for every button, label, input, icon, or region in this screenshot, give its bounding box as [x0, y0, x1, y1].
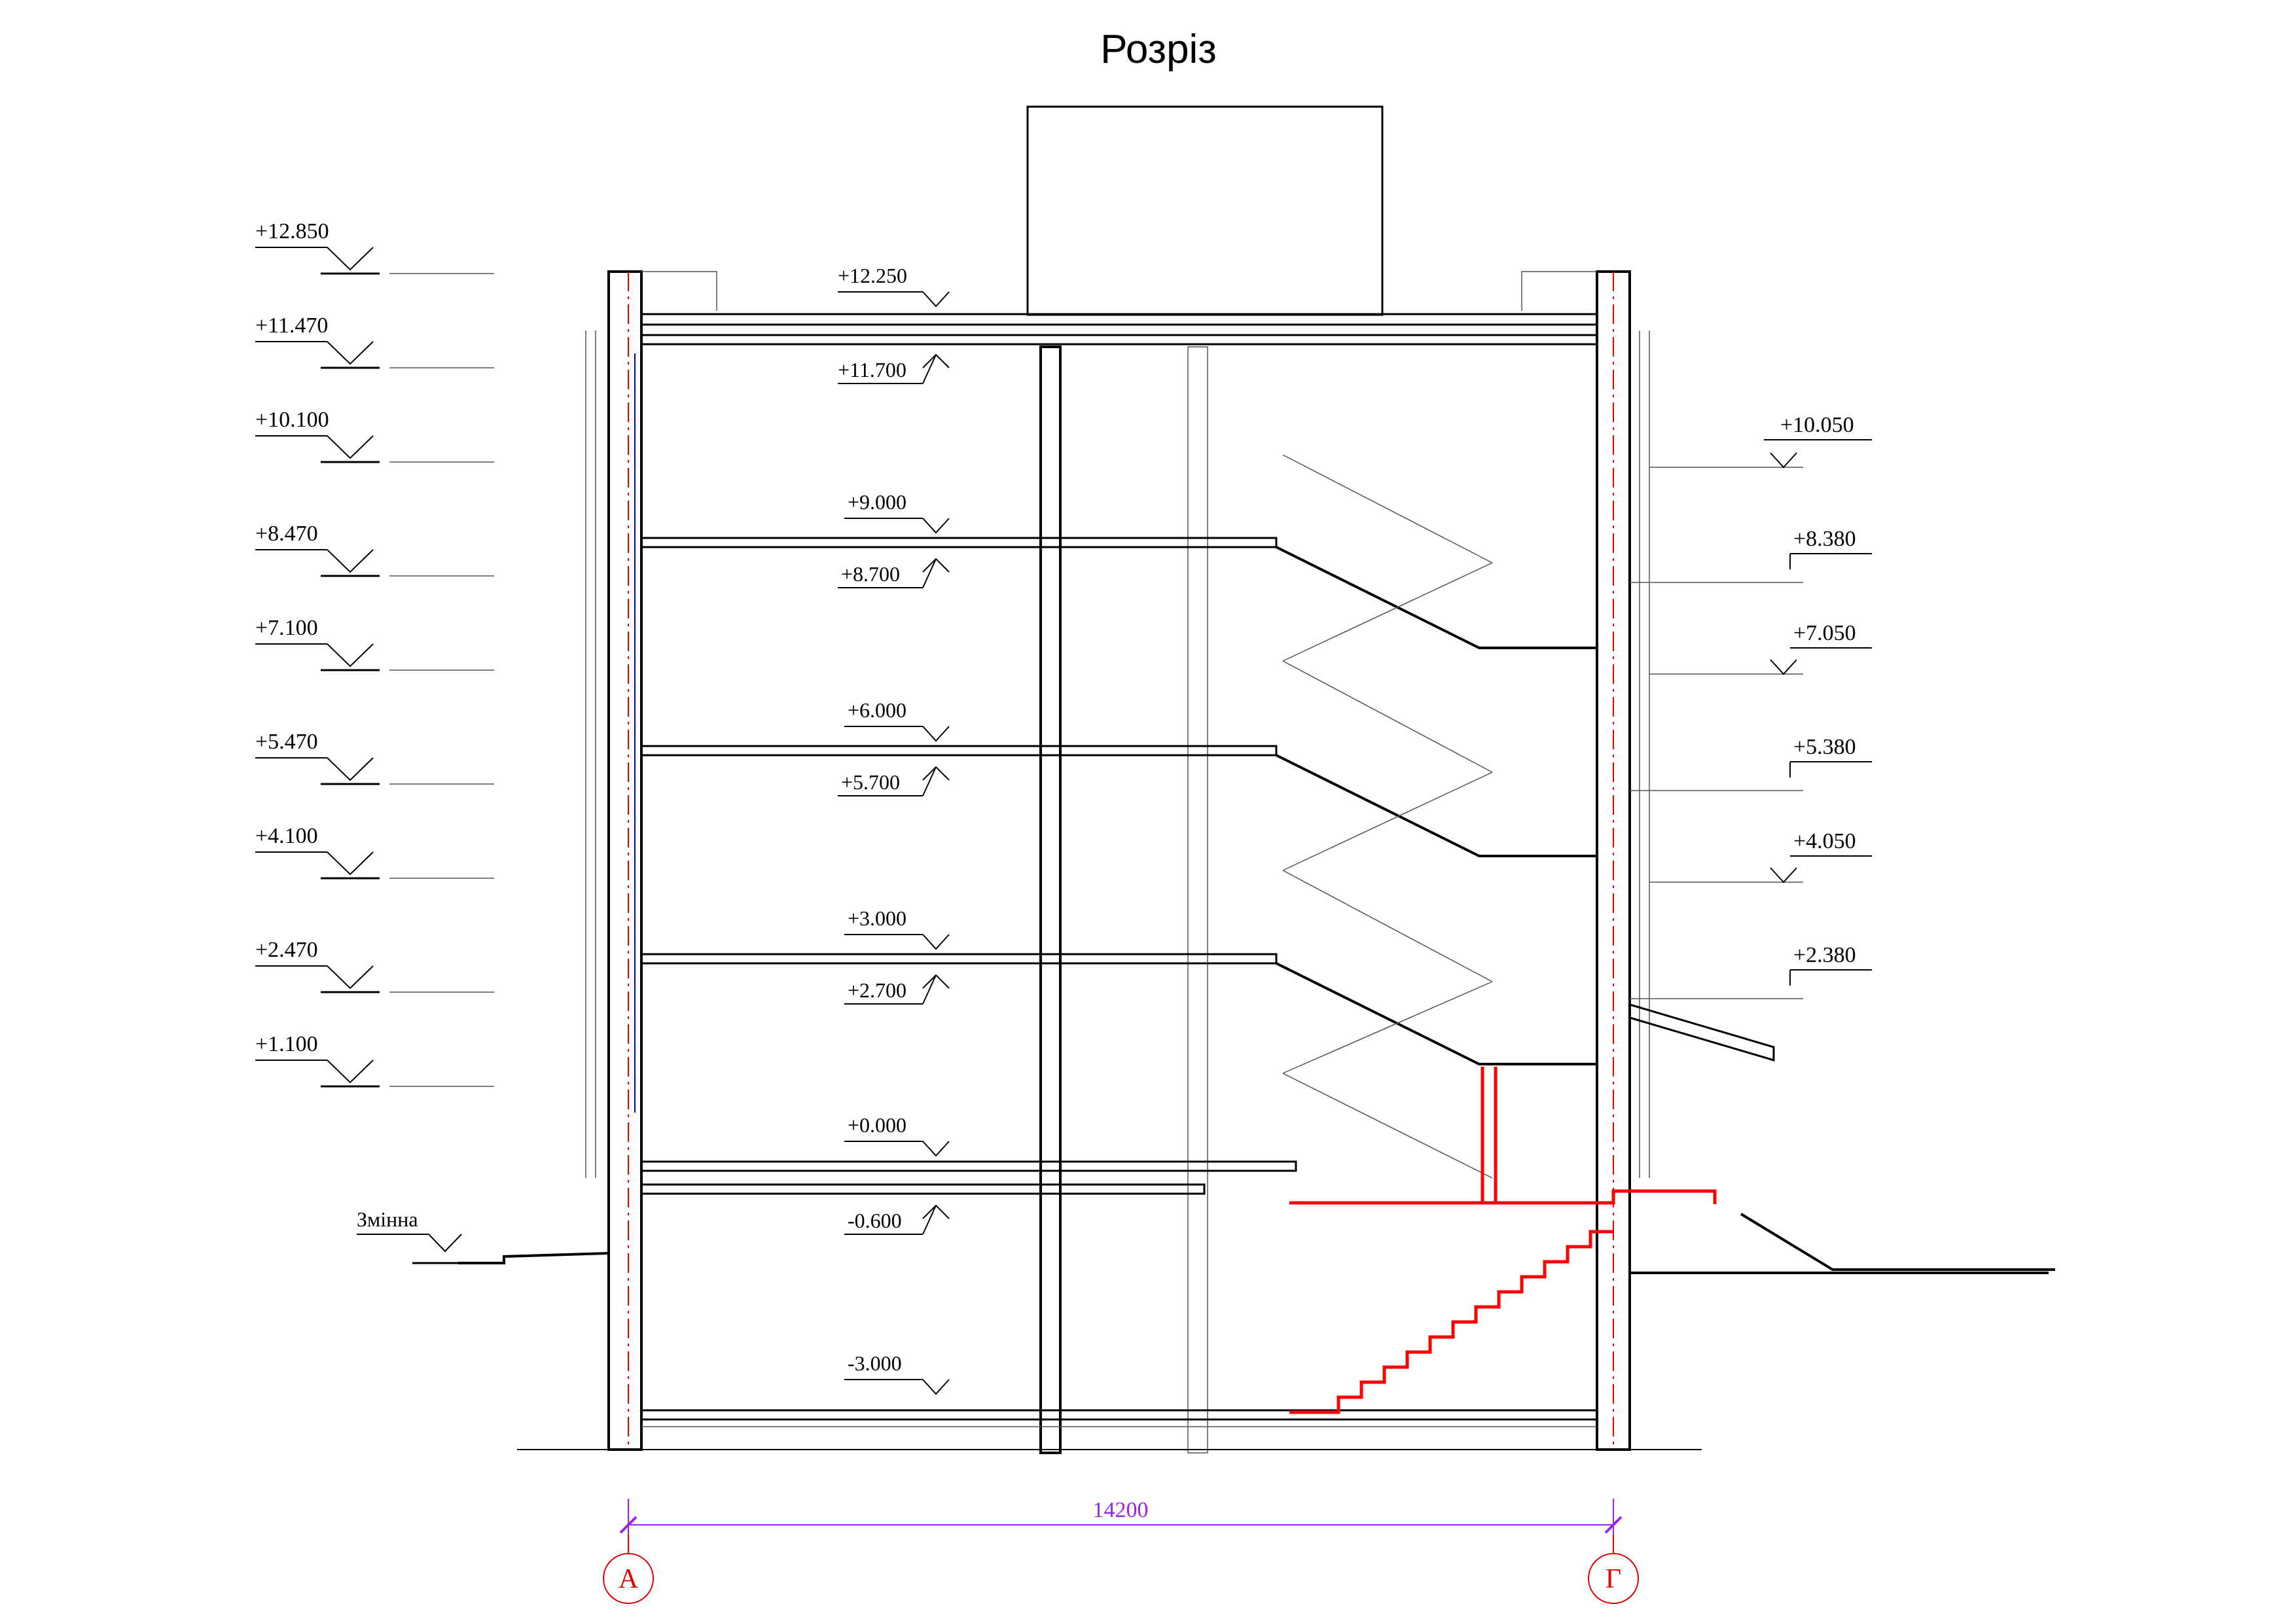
entrance-platform-new — [1289, 1189, 1717, 1205]
right-mark-5: +2.380 — [1630, 943, 1872, 999]
svg-text:+5.380: +5.380 — [1793, 735, 1856, 759]
left-mark-4: +7.100 — [255, 616, 494, 671]
left-mark-0: +12.850 — [255, 219, 494, 275]
left-wall — [585, 270, 643, 1451]
right-mark-0: +10.050 — [1649, 413, 1872, 469]
svg-text:-3.000: -3.000 — [848, 1351, 902, 1375]
ground-left — [458, 1252, 609, 1264]
ground-level-mark: Змінна — [357, 1207, 462, 1264]
drawing-title: Розріз — [1100, 27, 1217, 72]
svg-text:+7.050: +7.050 — [1793, 621, 1856, 645]
right-mark-2: +7.050 — [1649, 621, 1872, 675]
svg-text:+12.850: +12.850 — [255, 219, 329, 243]
left-mark-2: +10.100 — [255, 408, 494, 463]
left-parapet — [641, 271, 717, 311]
svg-text:+0.000: +0.000 — [848, 1113, 906, 1137]
svg-text:+3.000: +3.000 — [848, 906, 906, 930]
axis-marker-g: Г — [1588, 1535, 1639, 1604]
svg-text:+12.250: +12.250 — [838, 264, 907, 287]
floor-bottom-mark-3: +2.700 — [844, 974, 950, 1005]
entrance-steps — [1740, 1213, 2055, 1271]
svg-text:+5.470: +5.470 — [255, 730, 318, 754]
right-level-marks: +10.050 +8.380 +7.050 +5.380 +4.050 +2.3… — [1630, 413, 1872, 999]
floor-top-mark-5: -3.000 — [844, 1351, 950, 1395]
left-level-marks: +12.850 +11.470 +10.100 +8.470 +7.100 +5… — [255, 219, 494, 1088]
right-mark-4: +4.050 — [1649, 829, 1872, 883]
floor-level-marks: +12.250 +9.000 +6.000 +3.000 +0.000 -3.0… — [838, 264, 950, 1395]
svg-text:Г: Г — [1605, 1564, 1621, 1594]
svg-text:+8.470: +8.470 — [255, 522, 318, 546]
floor-top-mark-4: +0.000 — [844, 1113, 950, 1157]
floor-slabs — [640, 313, 1598, 1427]
svg-text:+2.380: +2.380 — [1793, 943, 1856, 967]
svg-text:+1.100: +1.100 — [255, 1032, 318, 1056]
svg-text:+5.700: +5.700 — [841, 770, 900, 794]
floor-bottom-mark-0: +11.700 — [838, 353, 950, 384]
axis-marker-a: А — [603, 1535, 654, 1604]
entrance-canopy — [1629, 1003, 1775, 1062]
left-mark-5: +5.470 — [255, 730, 494, 785]
floor-bottom-mark-1: +8.700 — [838, 558, 950, 588]
floor-top-mark-1: +9.000 — [844, 490, 950, 534]
svg-text:А: А — [619, 1564, 639, 1594]
svg-text:+2.470: +2.470 — [255, 938, 318, 962]
svg-text:14200: 14200 — [1093, 1498, 1149, 1522]
dimension-line: 14200 — [619, 1498, 1623, 1535]
basement-stair-new — [1289, 1230, 1613, 1414]
left-mark-8: +1.100 — [255, 1032, 494, 1088]
rooftop-structure — [1026, 105, 1384, 316]
svg-text:+11.470: +11.470 — [255, 313, 328, 338]
floor-top-mark-2: +6.000 — [844, 698, 950, 742]
left-mark-6: +4.100 — [255, 824, 494, 880]
left-mark-7: +2.470 — [255, 938, 494, 993]
left-mark-1: +11.470 — [255, 313, 494, 369]
left-mark-3: +8.470 — [255, 522, 494, 577]
svg-text:+10.050: +10.050 — [1780, 413, 1854, 437]
floor-top-mark-0: +12.250 — [838, 264, 950, 308]
right-mark-1: +8.380 — [1630, 527, 1872, 583]
svg-text:+6.000: +6.000 — [848, 698, 906, 722]
svg-text:+10.100: +10.100 — [255, 408, 329, 432]
svg-text:+2.700: +2.700 — [848, 978, 906, 1002]
svg-text:+9.000: +9.000 — [848, 490, 906, 514]
right-parapet — [1521, 271, 1597, 311]
svg-text:Змінна: Змінна — [357, 1207, 418, 1231]
svg-text:+8.380: +8.380 — [1793, 527, 1856, 551]
svg-text:-0.600: -0.600 — [848, 1209, 902, 1232]
svg-text:+4.100: +4.100 — [255, 824, 318, 848]
floor-bottom-mark-2: +5.700 — [838, 766, 950, 796]
svg-text:+4.050: +4.050 — [1793, 829, 1856, 853]
svg-text:+7.100: +7.100 — [255, 616, 318, 640]
floor-top-mark-3: +3.000 — [844, 906, 950, 950]
floor-bottom-mark-4: -0.600 — [844, 1204, 950, 1235]
svg-text:+11.700: +11.700 — [838, 358, 906, 382]
right-mark-3: +5.380 — [1630, 735, 1872, 791]
stair-flights — [1276, 454, 1597, 1179]
interior-columns — [1039, 346, 1208, 1454]
svg-text:+8.700: +8.700 — [841, 562, 900, 586]
